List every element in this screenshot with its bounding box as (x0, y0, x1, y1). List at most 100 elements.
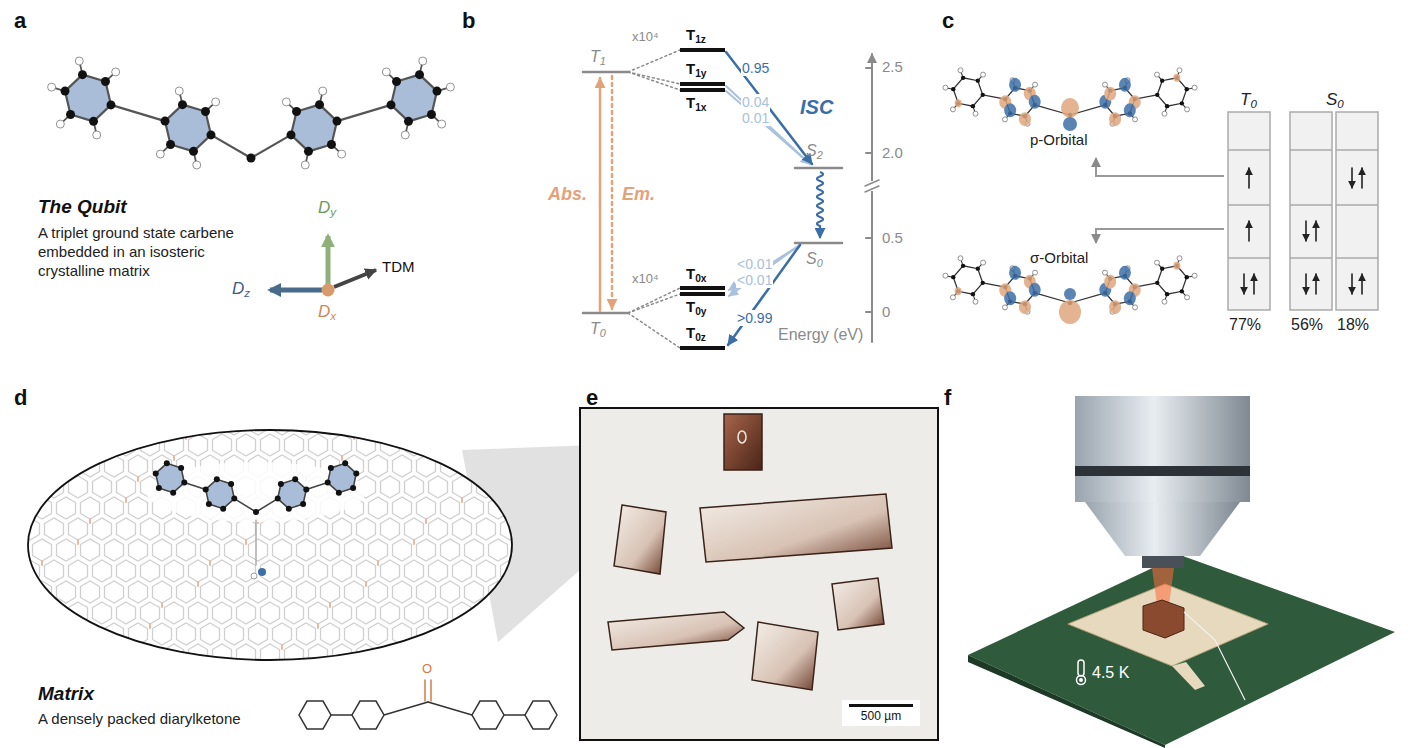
carbon-atom (415, 70, 424, 79)
lattice-ring (393, 539, 412, 561)
benzene-ring (352, 701, 384, 729)
emission-arrow (611, 76, 614, 309)
spin-arrow (1253, 274, 1255, 294)
carbon-atom (78, 70, 87, 79)
lattice-ring (57, 497, 76, 519)
carbene-molecule (48, 57, 455, 169)
lattice-ring (513, 413, 532, 435)
hydrogen-atom (175, 87, 183, 95)
lattice-ring (321, 539, 340, 561)
lattice-ring (33, 413, 52, 435)
lattice-oxygen (341, 456, 343, 460)
carbon-atom (1185, 87, 1189, 91)
crystal (614, 505, 666, 574)
axis-tick (866, 311, 872, 313)
thermometer-icon (1078, 660, 1084, 676)
lattice-ring (213, 602, 232, 624)
crystal (724, 414, 762, 470)
lattice-ring (513, 497, 532, 519)
orbital-divider (1290, 257, 1332, 259)
rate-value: <0.01 (736, 256, 773, 272)
lattice-ring (405, 644, 424, 666)
spin-arrow (1248, 221, 1250, 241)
hydrogen-atom (1002, 305, 1007, 310)
carbon-atom (292, 476, 298, 482)
carbon-atom (66, 110, 75, 119)
lattice-ring (249, 665, 268, 687)
lattice-ring (369, 539, 388, 561)
lattice-ring (129, 539, 148, 561)
orbital-divider (1228, 257, 1270, 259)
thermometer-icon (1077, 676, 1086, 685)
gold-trace (1172, 662, 1205, 690)
bond-line (384, 702, 428, 715)
carbon-atom (350, 485, 356, 491)
energy-axis (871, 54, 873, 342)
hydrogen-atom (1133, 117, 1138, 122)
carbon-atom (153, 470, 159, 476)
lattice-ring (129, 413, 148, 435)
bond-line (331, 714, 352, 716)
lattice-ring (69, 518, 88, 540)
lattice-ring (141, 560, 160, 582)
objective-body (1075, 396, 1250, 502)
objective-tip (1142, 556, 1184, 568)
lattice-ring (93, 560, 112, 582)
hydrogen-atom (1185, 107, 1190, 112)
lattice-ring (81, 581, 100, 603)
lattice-ring (165, 560, 184, 582)
spin-arrow (1315, 274, 1317, 294)
crystal (700, 494, 892, 562)
hydrogen-atom (382, 68, 390, 76)
lattice-ring (513, 539, 532, 561)
carbon-atom (315, 100, 324, 109)
hydrogen-atom (950, 107, 955, 112)
percentage: 56% (1291, 316, 1323, 334)
lattice-ring (501, 602, 520, 624)
lattice-ring (165, 518, 184, 540)
dx-axis-dot (322, 284, 335, 297)
lattice-ring (33, 455, 52, 477)
lattice-ring (321, 581, 340, 603)
hydrogen-atom (950, 295, 955, 300)
lattice-ring (225, 623, 244, 645)
carbon-atom (1155, 281, 1159, 285)
hydrogen-atom (401, 131, 409, 139)
lattice-ring (177, 539, 196, 561)
lattice-ring (21, 560, 40, 582)
lattice-ring (309, 644, 328, 666)
orbital-lobe (1063, 117, 1077, 131)
temperature-label: 4.5 K (1092, 664, 1129, 682)
bond-line (251, 135, 291, 158)
lattice-oxygen (365, 582, 367, 586)
column-header: T0 (1240, 90, 1257, 110)
carbon-atom (178, 465, 184, 471)
process-label: Abs. (548, 184, 587, 205)
carbon-atom (303, 486, 309, 492)
internal-conversion-arrow (817, 172, 823, 238)
bond-line (337, 105, 391, 121)
lattice-ring (177, 665, 196, 687)
lattice-ring (477, 434, 496, 456)
carbon-atom (325, 480, 331, 486)
lattice-ring (513, 623, 532, 645)
lattice-ring (285, 644, 304, 666)
orbital-lobe (1019, 300, 1031, 314)
lattice-ring (465, 413, 484, 435)
hydrogen-atom (282, 98, 290, 106)
lattice-oxygen (77, 540, 79, 544)
lattice-ring (453, 560, 472, 582)
orbital-lobe (1173, 262, 1180, 270)
tick-label: 2.0 (882, 144, 903, 161)
axis-title: Energy (eV) (778, 326, 863, 344)
tick-label: 2.5 (882, 58, 903, 75)
rate-value: 0.01 (741, 110, 770, 126)
hydrogen-atom (1177, 68, 1182, 73)
energy-level (795, 242, 842, 245)
state-label: S2 (806, 142, 823, 160)
carbon-atom (981, 281, 985, 285)
lattice-ring (129, 665, 148, 687)
orbital-lobe (1004, 291, 1016, 305)
orbital-column (1290, 112, 1332, 310)
carbon-atom (981, 93, 985, 97)
